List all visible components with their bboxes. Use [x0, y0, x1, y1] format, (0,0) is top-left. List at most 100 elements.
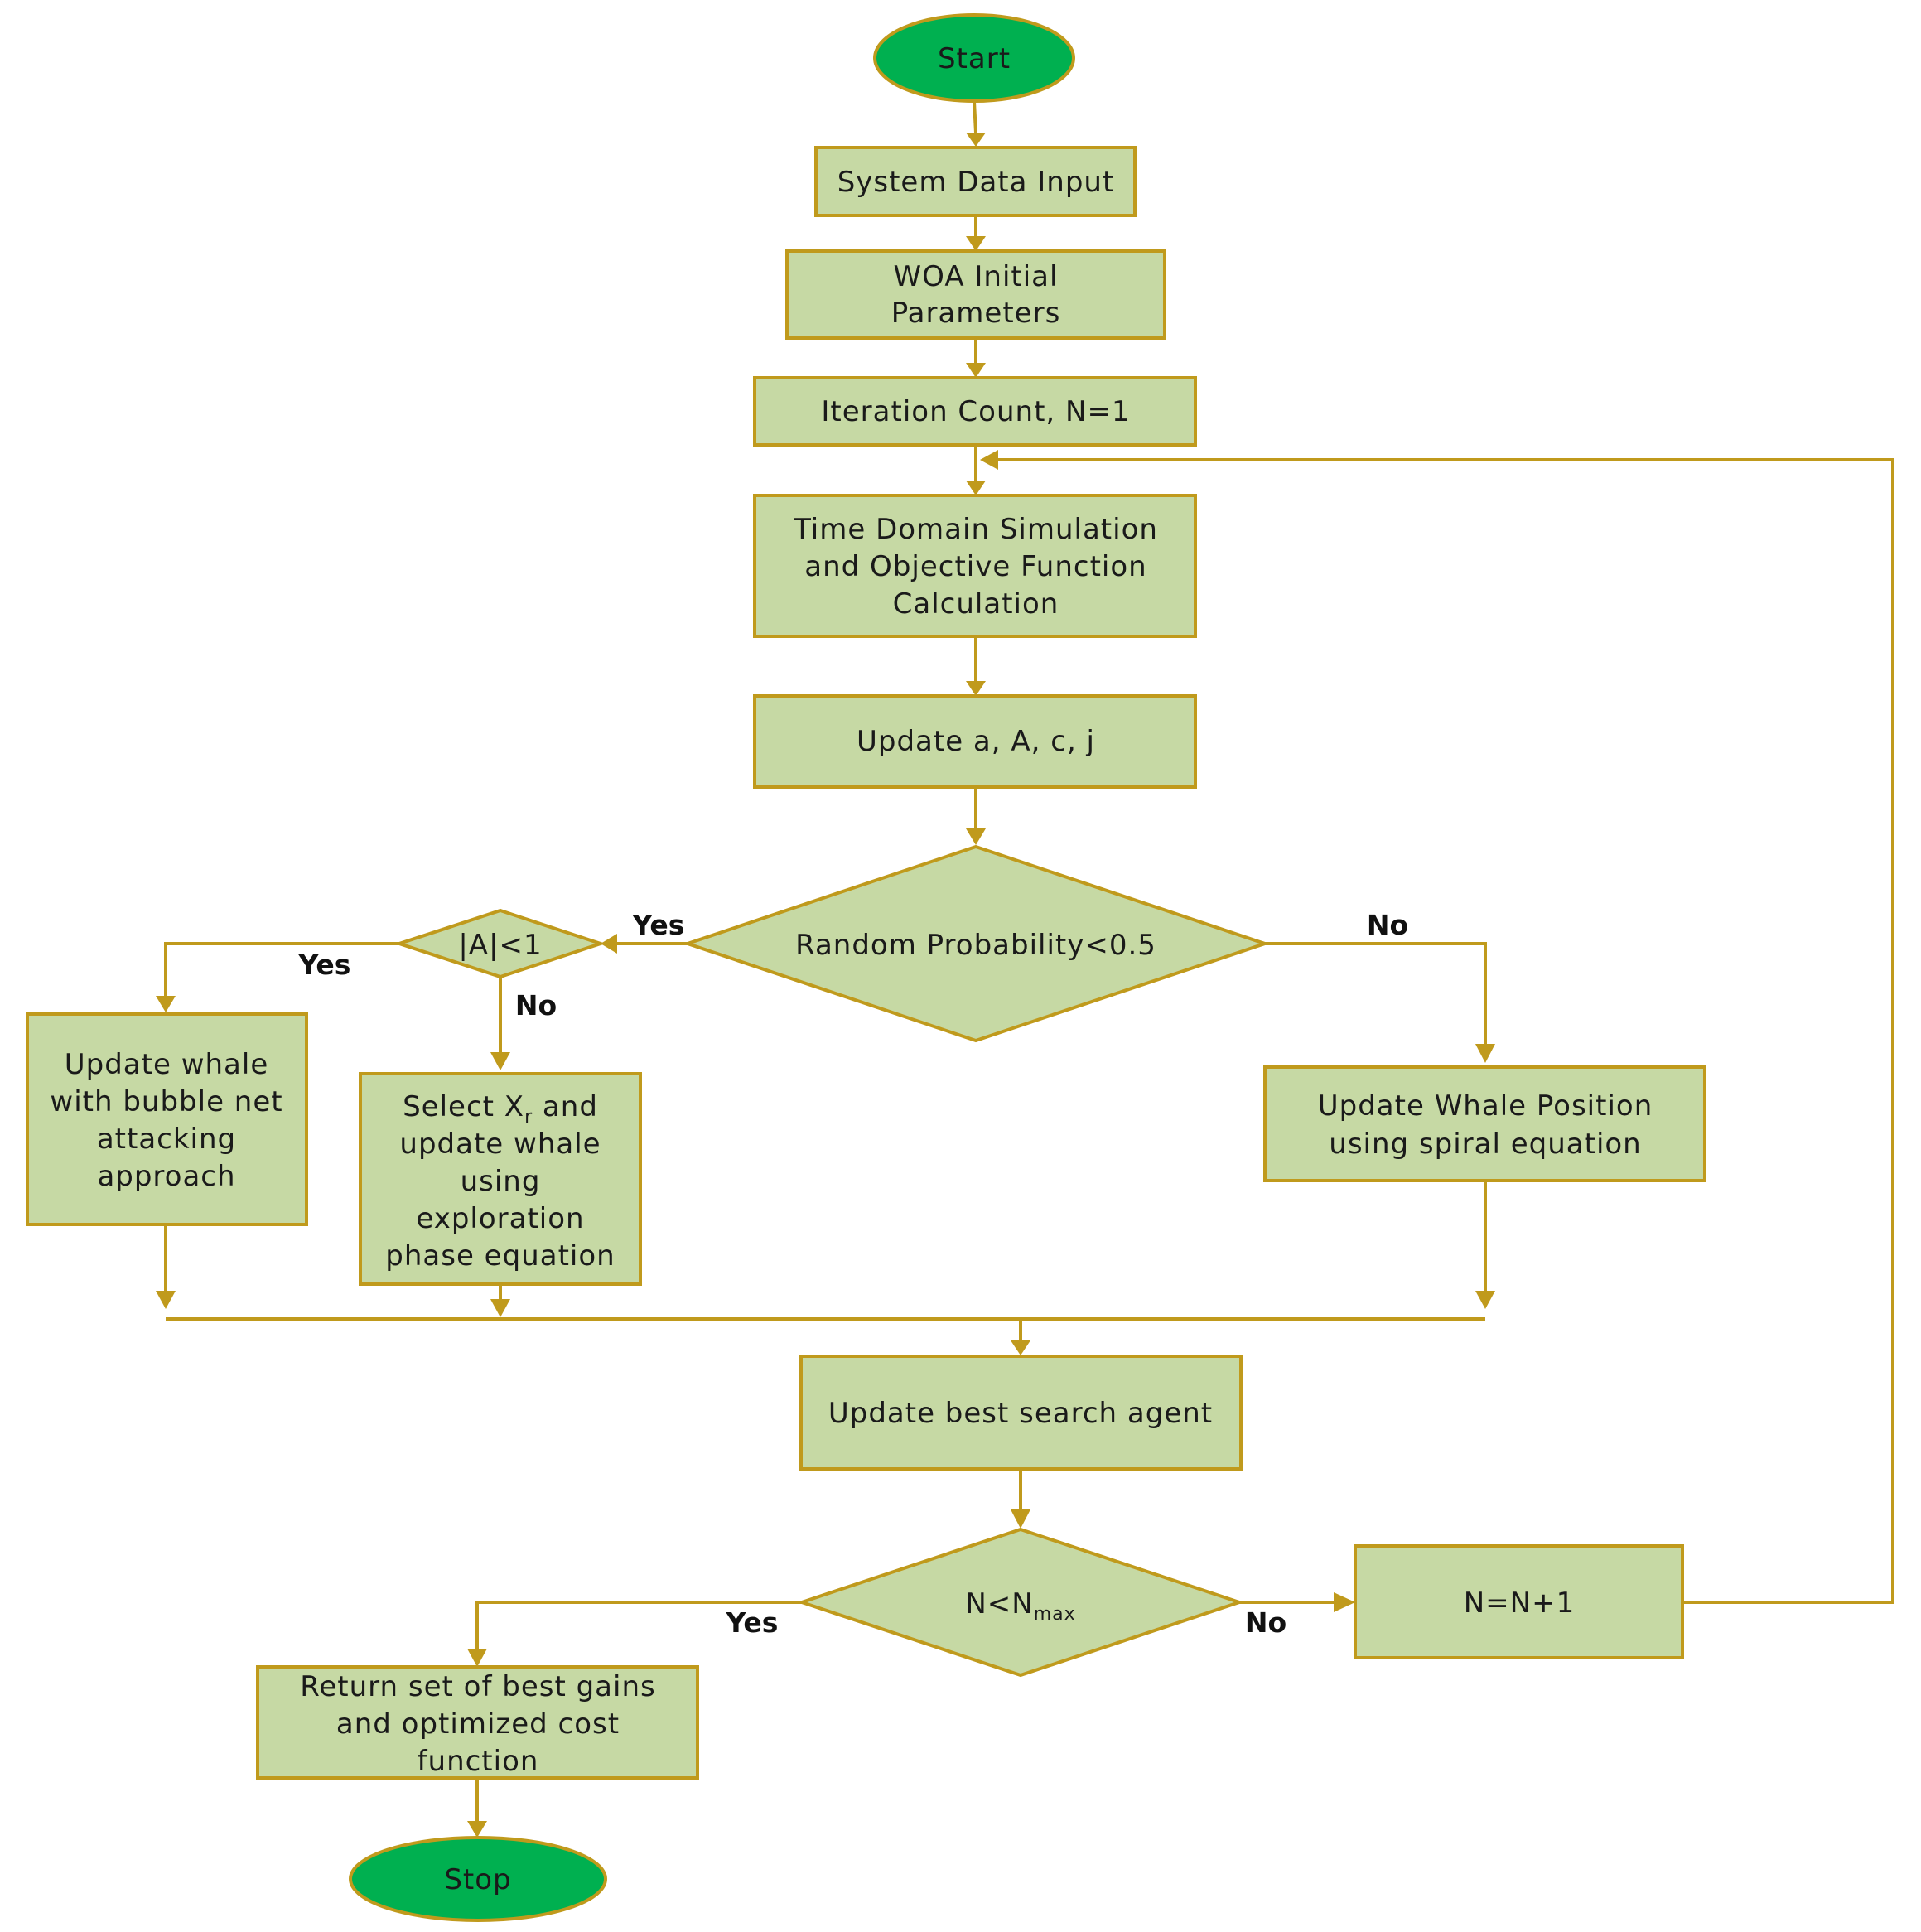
abs-a-diamond — [393, 908, 606, 979]
random-no-label: No — [1367, 909, 1408, 941]
abs-yes-label: Yes — [298, 949, 351, 981]
woa-initial-box — [785, 249, 1166, 340]
n-check-subscript: max — [1034, 1604, 1076, 1625]
arrowhead-down-select — [490, 1052, 510, 1070]
link-ncheck-return — [475, 1601, 802, 1649]
start-label: Start — [938, 42, 1011, 75]
arrowhead-down-merge-right — [1475, 1291, 1495, 1309]
link-start-input — [973, 101, 977, 133]
bubble-net-line-3: attacking — [97, 1123, 236, 1156]
update-params-label: Update a, A, c, j — [857, 725, 1095, 758]
arrowheads — [156, 133, 1495, 1838]
node-spiral-update[interactable]: Update Whale Position using spiral equat… — [1263, 1065, 1706, 1182]
select-xr-suffix: and — [533, 1090, 598, 1123]
best-agent-label: Update best search agent — [828, 1397, 1213, 1430]
system-data-input-label: System Data Input — [837, 166, 1115, 199]
select-xr-line-3: using — [461, 1165, 541, 1198]
bubble-net-box — [26, 1012, 308, 1226]
best-agent-box — [799, 1355, 1243, 1471]
arrowhead-down-random — [966, 828, 986, 845]
woa-initial-line-1: WOA Initial — [894, 260, 1059, 293]
select-xr-subscript: r — [524, 1107, 533, 1128]
select-xr-line-2: update whale — [399, 1128, 601, 1161]
system-data-input-box — [814, 146, 1137, 217]
node-abs-a-check[interactable]: |A|<1 — [393, 908, 606, 979]
arrowhead-down-merge-mid — [490, 1299, 510, 1317]
random-probability-diamond — [682, 844, 1271, 1043]
node-update-parameters[interactable]: Update a, A, c, j — [753, 694, 1197, 789]
link-increment-loop — [998, 458, 1894, 1604]
connector-lines — [164, 101, 1894, 1821]
start-terminal — [873, 13, 1075, 103]
arrowhead-left-loop — [980, 450, 998, 470]
arrowhead-down-update — [966, 681, 986, 696]
node-select-xr[interactable]: Select Xr and update whale using explora… — [359, 1072, 642, 1286]
node-iteration-count[interactable]: Iteration Count, N=1 — [753, 376, 1197, 447]
abs-no-label: No — [515, 989, 557, 1022]
n-increment-label: N=N+1 — [1464, 1587, 1575, 1620]
select-xr-prefix: Select X — [403, 1090, 524, 1123]
stop-label: Stop — [444, 1863, 511, 1896]
select-xr-line-5: phase equation — [385, 1239, 615, 1273]
time-domain-box — [753, 494, 1197, 638]
abs-a-label: |A|<1 — [458, 929, 542, 962]
return-set-line-3: function — [418, 1745, 539, 1778]
return-set-line-2: and optimized cost — [336, 1707, 620, 1741]
arrowhead-down-bubble — [156, 996, 176, 1012]
bubble-net-line-2: with bubble net — [50, 1085, 282, 1118]
n-no-label: No — [1245, 1606, 1286, 1639]
arrowhead-left-abs — [601, 934, 617, 954]
arrowhead-down-merge-left — [156, 1291, 176, 1309]
random-probability-label: Random Probability<0.5 — [795, 929, 1156, 962]
time-domain-line-3: Calculation — [893, 587, 1059, 621]
n-check-label: N<Nmax — [965, 1587, 1075, 1625]
woa-initial-line-2: Parameters — [891, 297, 1061, 330]
node-return-set[interactable]: Return set of best gains and optimized c… — [256, 1665, 699, 1780]
bubble-net-line-4: approach — [97, 1160, 235, 1193]
iteration-count-label: Iteration Count, N=1 — [821, 395, 1130, 428]
node-time-domain-simulation[interactable]: Time Domain Simulation and Objective Fun… — [753, 494, 1197, 638]
time-domain-line-2: and Objective Function — [804, 550, 1146, 583]
link-random-spiral — [1265, 942, 1487, 1044]
select-xr-line-4: exploration — [416, 1202, 584, 1235]
select-xr-line-1: Select Xr and — [403, 1090, 598, 1128]
link-abs-bubble — [164, 942, 399, 996]
n-yes-label: Yes — [726, 1606, 779, 1639]
time-domain-line-1: Time Domain Simulation — [793, 513, 1158, 546]
bubble-net-line-1: Update whale — [65, 1048, 269, 1081]
arrowhead-down-woa — [966, 236, 986, 251]
random-yes-label: Yes — [632, 909, 685, 941]
arrowhead-down-time — [966, 481, 986, 495]
arrowhead-down-iteration — [966, 363, 986, 378]
branch-labels: Yes No Yes No Yes No — [298, 909, 1409, 1639]
node-start[interactable]: Start — [873, 13, 1075, 103]
arrowhead-down-stop — [467, 1821, 487, 1838]
arrowhead-down-best — [1011, 1340, 1030, 1355]
return-set-box — [256, 1665, 699, 1780]
return-set-line-1: Return set of best gains — [300, 1670, 655, 1703]
arrowhead-down-spiral — [1475, 1044, 1495, 1063]
iteration-count-box — [753, 376, 1197, 447]
n-check-main: N<N — [965, 1587, 1033, 1620]
arrowhead-right-increment — [1334, 1592, 1355, 1612]
node-woa-initial-parameters[interactable]: WOA Initial Parameters — [785, 249, 1166, 340]
node-update-best-agent[interactable]: Update best search agent — [799, 1355, 1243, 1471]
node-random-probability[interactable]: Random Probability<0.5 — [682, 844, 1271, 1043]
arrowhead-down-input — [966, 133, 986, 147]
node-system-data-input[interactable]: System Data Input — [814, 146, 1137, 217]
arrowhead-down-return — [467, 1649, 487, 1667]
spiral-box — [1263, 1065, 1706, 1182]
node-n-increment[interactable]: N=N+1 — [1354, 1544, 1684, 1659]
spiral-line-2: using spiral equation — [1329, 1128, 1641, 1161]
stop-terminal — [349, 1836, 607, 1922]
arrowhead-down-ncheck — [1011, 1509, 1030, 1529]
node-stop[interactable]: Stop — [349, 1836, 607, 1922]
node-bubble-net-update[interactable]: Update whale with bubble net attacking a… — [26, 1012, 308, 1226]
n-check-diamond — [796, 1527, 1245, 1678]
update-params-box — [753, 694, 1197, 789]
node-n-check[interactable]: N<Nmax — [796, 1527, 1245, 1678]
spiral-line-1: Update Whale Position — [1318, 1089, 1653, 1123]
select-xr-box — [359, 1072, 642, 1286]
n-increment-box — [1354, 1544, 1684, 1659]
